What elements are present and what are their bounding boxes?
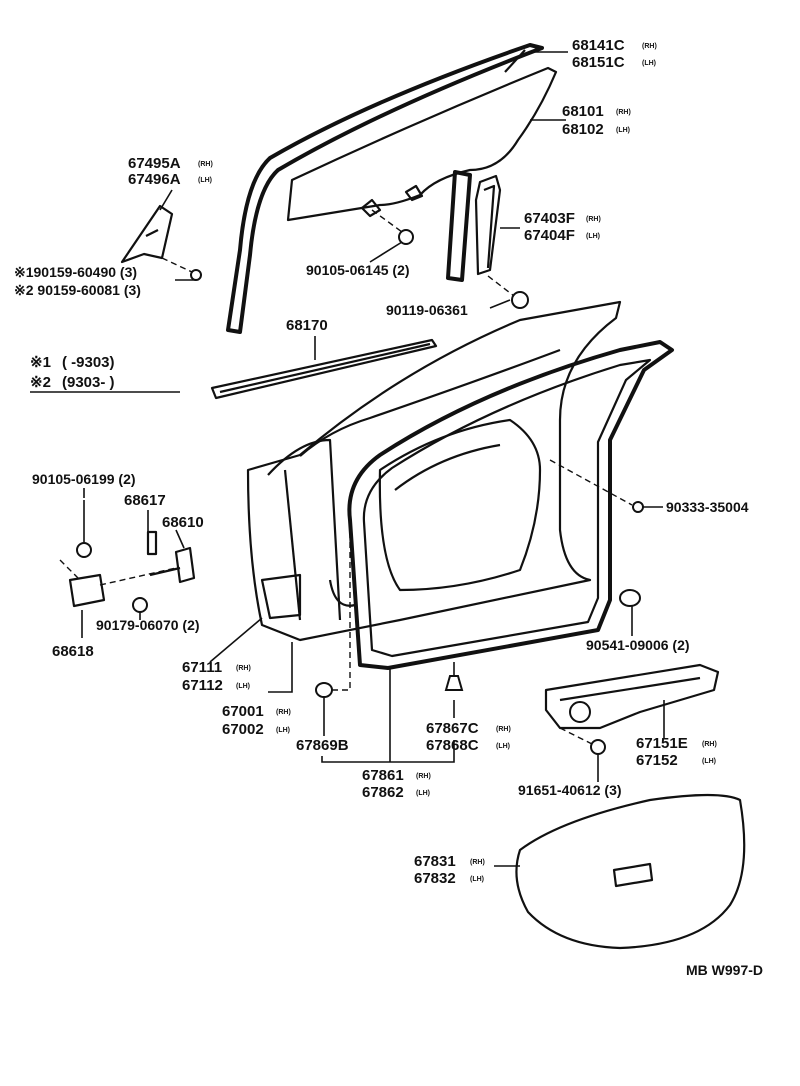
label-67495a: 67495A (RH) (128, 155, 213, 172)
label-68617: 68617 (124, 492, 166, 509)
label-67002: 67002 (LH) (222, 721, 290, 738)
label-67869b: 67869B (296, 737, 349, 754)
bolt-90119 (487, 275, 529, 309)
diagram-code: MB W997-D (686, 962, 763, 978)
service-hole-cover (515, 793, 746, 950)
label-67832: 67832 (LH) (414, 870, 484, 887)
svg-text:67867C: 67867C (426, 720, 479, 737)
svg-text:(LH): (LH) (642, 60, 656, 67)
label-90333-35004: 90333-35004 (666, 499, 749, 515)
svg-text:( -9303): ( -9303) (62, 354, 115, 371)
svg-text:67001: 67001 (222, 703, 264, 720)
svg-text:68141C: 68141C (572, 37, 625, 54)
label-68101: 68101 (RH) (562, 103, 631, 120)
svg-text:67152: 67152 (636, 752, 678, 769)
svg-text:67403F: 67403F (524, 210, 575, 227)
window-regulator (544, 663, 720, 755)
label-68170: 68170 (286, 317, 328, 334)
label-90159-60081: ※2 90159-60081 (3) (14, 282, 141, 298)
svg-text:67111: 67111 (182, 659, 222, 676)
label-67152: 67152 (LH) (636, 752, 716, 769)
label-67111: 67111 (RH) (182, 659, 251, 676)
door-hinge (59, 500, 196, 613)
svg-text:67832: 67832 (414, 870, 456, 887)
label-68102: 68102 (LH) (562, 121, 630, 138)
svg-text:(LH): (LH) (702, 758, 716, 765)
label-68141c: 68141C (RH) (572, 37, 657, 54)
svg-text:※2: ※2 (30, 374, 51, 391)
label-91651-40612: 91651-40612 (3) (518, 782, 622, 798)
label-67151e: 67151E (RH) (636, 735, 717, 752)
window-divider (446, 170, 502, 282)
svg-text:(LH): (LH) (470, 876, 484, 883)
svg-text:(RH): (RH) (416, 773, 431, 780)
label-67496a: 67496A (LH) (128, 171, 212, 188)
door-panel (246, 300, 622, 642)
label-90541-09006: 90541-09006 (2) (586, 637, 690, 653)
svg-text:67496A: 67496A (128, 171, 181, 188)
label-68618: 68618 (52, 643, 94, 660)
svg-text:67495A: 67495A (128, 155, 181, 172)
svg-text:67868C: 67868C (426, 737, 479, 754)
svg-text:(RH): (RH) (586, 216, 601, 223)
svg-text:(RH): (RH) (236, 665, 251, 672)
svg-text:(LH): (LH) (276, 727, 290, 734)
svg-text:(LH): (LH) (496, 743, 510, 750)
label-90159-60490: ※190159-60490 (3) (14, 264, 137, 280)
label-90119-06361: 90119-06361 (386, 302, 468, 318)
door-glass (286, 66, 558, 222)
svg-text:(RH): (RH) (276, 709, 291, 716)
clip-67869b (315, 520, 351, 698)
clip-90333 (549, 459, 644, 513)
label-68151c: 68151C (LH) (572, 54, 656, 71)
svg-text:68102: 68102 (562, 121, 604, 138)
svg-text:67112: 67112 (182, 677, 223, 694)
glass-run-channel (226, 43, 544, 334)
svg-text:(9303- ): (9303- ) (62, 374, 115, 391)
door-weatherstrip (347, 340, 674, 670)
label-67862: 67862 (LH) (362, 784, 430, 801)
svg-text:(RH): (RH) (642, 43, 657, 50)
svg-text:68151C: 68151C (572, 54, 625, 71)
svg-text:(LH): (LH) (586, 233, 600, 240)
svg-text:67831: 67831 (414, 853, 456, 870)
svg-text:(RH): (RH) (616, 109, 631, 116)
label-68610: 68610 (162, 514, 204, 531)
label-67112: 67112 (LH) (182, 677, 250, 694)
label-67403f: 67403F (RH) (524, 210, 601, 227)
label-67831: 67831 (RH) (414, 853, 485, 870)
clip-67867c (444, 662, 464, 691)
label-67867c: 67867C (RH) (426, 720, 511, 737)
svg-text:68101: 68101 (562, 103, 604, 120)
svg-text:(LH): (LH) (236, 683, 250, 690)
label-90105-06199: 90105-06199 (2) (32, 471, 136, 487)
svg-text:(LH): (LH) (198, 177, 212, 184)
svg-text:(RH): (RH) (702, 741, 717, 748)
label-90179-06070: 90179-06070 (2) (96, 617, 200, 633)
svg-text:67404F: 67404F (524, 227, 575, 244)
legend: ※1 ( -9303) ※2 (9303- ) (30, 354, 115, 391)
svg-text:67151E: 67151E (636, 735, 688, 752)
svg-text:67862: 67862 (362, 784, 404, 801)
label-67001: 67001 (RH) (222, 703, 291, 720)
svg-text:(LH): (LH) (616, 127, 630, 134)
label-67861: 67861 (RH) (362, 767, 431, 784)
svg-text:(RH): (RH) (496, 726, 511, 733)
label-90105-06145: 90105-06145 (2) (306, 262, 410, 278)
belt-moulding (210, 338, 438, 400)
bolt-90105-06145 (371, 209, 414, 245)
svg-text:67861: 67861 (362, 767, 404, 784)
label-67868c: 67868C (LH) (426, 737, 510, 754)
svg-text:(RH): (RH) (198, 161, 213, 168)
svg-text:67002: 67002 (222, 721, 264, 738)
svg-text:(RH): (RH) (470, 859, 485, 866)
svg-text:(LH): (LH) (416, 790, 430, 797)
svg-text:※1: ※1 (30, 354, 51, 371)
leader-lines (30, 51, 665, 867)
label-67404f: 67404F (LH) (524, 227, 600, 244)
plug-90541 (619, 589, 641, 607)
